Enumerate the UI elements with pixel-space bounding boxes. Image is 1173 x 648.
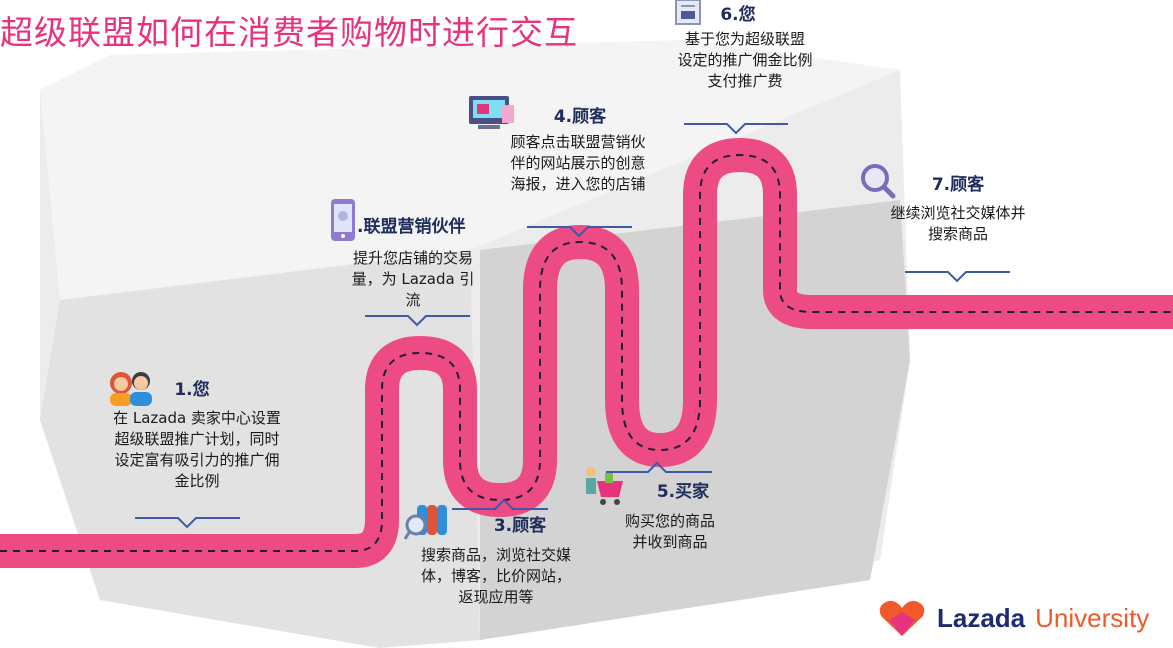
step-7: 继续浏览社交媒体并 搜索商品 xyxy=(868,203,1048,245)
step-6-marker xyxy=(684,123,788,135)
brand-name: Lazada xyxy=(937,602,1026,633)
step-3-header: 3.顾客 xyxy=(493,516,547,536)
step-7-description: 继续浏览社交媒体并 搜索商品 xyxy=(890,204,1026,243)
step-5-header: 5.买家 xyxy=(656,482,710,502)
step-5-description: 购买您的商品 并收到商品 xyxy=(624,512,715,551)
shopping-cart-icon xyxy=(586,467,623,505)
step-6-header: 6.您 xyxy=(720,5,756,25)
step-1-description: 在 Lazada 卖家中心设置 超级联盟推广计划，同时 设定富有吸引力的推广佣 … xyxy=(113,409,281,490)
web-banner-icon xyxy=(469,96,514,129)
step-7-marker xyxy=(905,271,1010,283)
lazada-heart-icon xyxy=(879,600,925,636)
page-title: 超级联盟如何在消费者购物时进行交互 xyxy=(0,13,578,52)
step-3-marker xyxy=(452,498,548,510)
step-2-description: 提升您店铺的交易 量，为 Lazada 引 流 xyxy=(351,249,475,309)
step-4: 顾客点击联盟营销伙 伴的网站展示的创意 海报，进入您的店铺 xyxy=(492,132,664,195)
brand-suffix: University xyxy=(1035,602,1150,633)
step-1-marker xyxy=(135,517,240,529)
step-6: 基于您为超级联盟 设定的推广佣金比例 支付推广费 xyxy=(660,29,830,92)
step-3: 搜索商品，浏览社交媒 体，博客，比价网站， 返现应用等 xyxy=(400,545,592,608)
step-2-marker xyxy=(365,315,470,327)
step-4-header: 4.顾客 xyxy=(553,107,607,127)
step-1: 在 Lazada 卖家中心设置 超级联盟推广计划，同时 设定富有吸引力的推广佣 … xyxy=(88,408,306,492)
mobile-phone-icon xyxy=(331,199,355,241)
invoice-icon xyxy=(675,0,701,25)
step-1-header: 1.您 xyxy=(174,380,210,400)
step-2: 提升您店铺的交易 量，为 Lazada 引 流 xyxy=(328,248,498,311)
lazada-university-logo: Lazada University xyxy=(877,598,1149,638)
step-4-marker xyxy=(527,226,632,238)
step-3-description: 搜索商品，浏览社交媒 体，博客，比价网站， 返现应用等 xyxy=(420,546,571,606)
step-2-header: .联盟营销伙伴 xyxy=(357,217,466,237)
step-4-description: 顾客点击联盟营销伙 伴的网站展示的创意 海报，进入您的店铺 xyxy=(510,133,646,193)
step-5-marker xyxy=(606,461,712,473)
step-7-header: 7.顾客 xyxy=(931,175,985,195)
step-6-description: 基于您为超级联盟 设定的推广佣金比例 支付推广费 xyxy=(677,30,813,90)
step-5: 购买您的商品 并收到商品 xyxy=(605,511,735,553)
game-console-search-icon xyxy=(403,505,447,540)
magnifier-icon xyxy=(861,164,896,199)
road-center-line xyxy=(0,153,1173,552)
people-icon xyxy=(110,372,152,406)
